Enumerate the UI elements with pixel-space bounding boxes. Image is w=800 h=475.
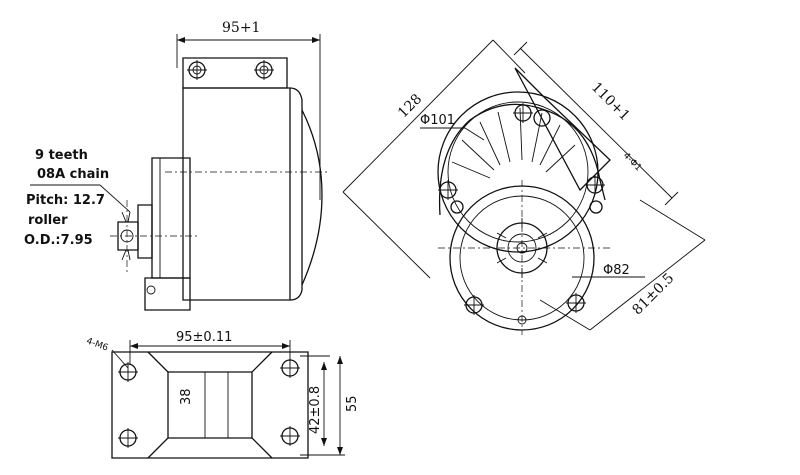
- bolt-hole-icon: [589, 200, 603, 214]
- mount-plate: [111, 351, 309, 459]
- motor-body: [182, 87, 291, 301]
- diag-dimension-line: [342, 39, 494, 193]
- mounting-foot-bottom: [144, 277, 191, 311]
- housing-spokes: [451, 107, 576, 179]
- holes-label: 4-M6: [85, 336, 110, 353]
- diag-dimension2-line: [519, 47, 673, 199]
- side-view: 95+1 9 teeth 08A ch: [24, 20, 330, 311]
- width-dimension-label: 95+1: [222, 20, 260, 36]
- flange-diameter-label: Φ82: [603, 263, 630, 278]
- callout-chain: 08A chain: [37, 167, 109, 182]
- front-view: 128 110+1 4-Φ1: [342, 39, 706, 335]
- rotated-mount-plate: [514, 67, 611, 192]
- bottom-view: 4-M6 95±0.11 38: [85, 330, 360, 459]
- output-shaft-housing: [137, 204, 153, 259]
- radius-dimension-label: 81±0.5: [629, 270, 677, 318]
- hole-pitch-label: 42±0.8: [308, 386, 323, 434]
- bolt-hole-icon: [450, 200, 464, 214]
- housing-holes: [438, 103, 605, 214]
- bore-diameter-label: Φ101: [420, 113, 455, 128]
- callout-pitch: Pitch: 12.7: [26, 193, 105, 208]
- housing-circle: [437, 91, 599, 253]
- gearbox-housing: [151, 157, 191, 279]
- diag-dimension2-label: 110+1: [588, 79, 633, 124]
- total-width-label: 55: [345, 395, 360, 412]
- housing-outline: [438, 103, 606, 216]
- mark-label: 4-Φ1: [621, 151, 643, 173]
- callout-od: O.D.:7.95: [24, 233, 93, 248]
- inner-width-label: 38: [179, 388, 194, 405]
- hole-spacing-label: 95±0.11: [176, 330, 232, 345]
- end-cap: [301, 109, 323, 286]
- sprocket: [117, 221, 139, 251]
- callout-teeth: 9 teeth: [35, 148, 88, 163]
- bolt-hole-icon: [533, 109, 551, 127]
- radius-dimension-line: [589, 239, 706, 331]
- callout-roller: roller: [28, 213, 68, 228]
